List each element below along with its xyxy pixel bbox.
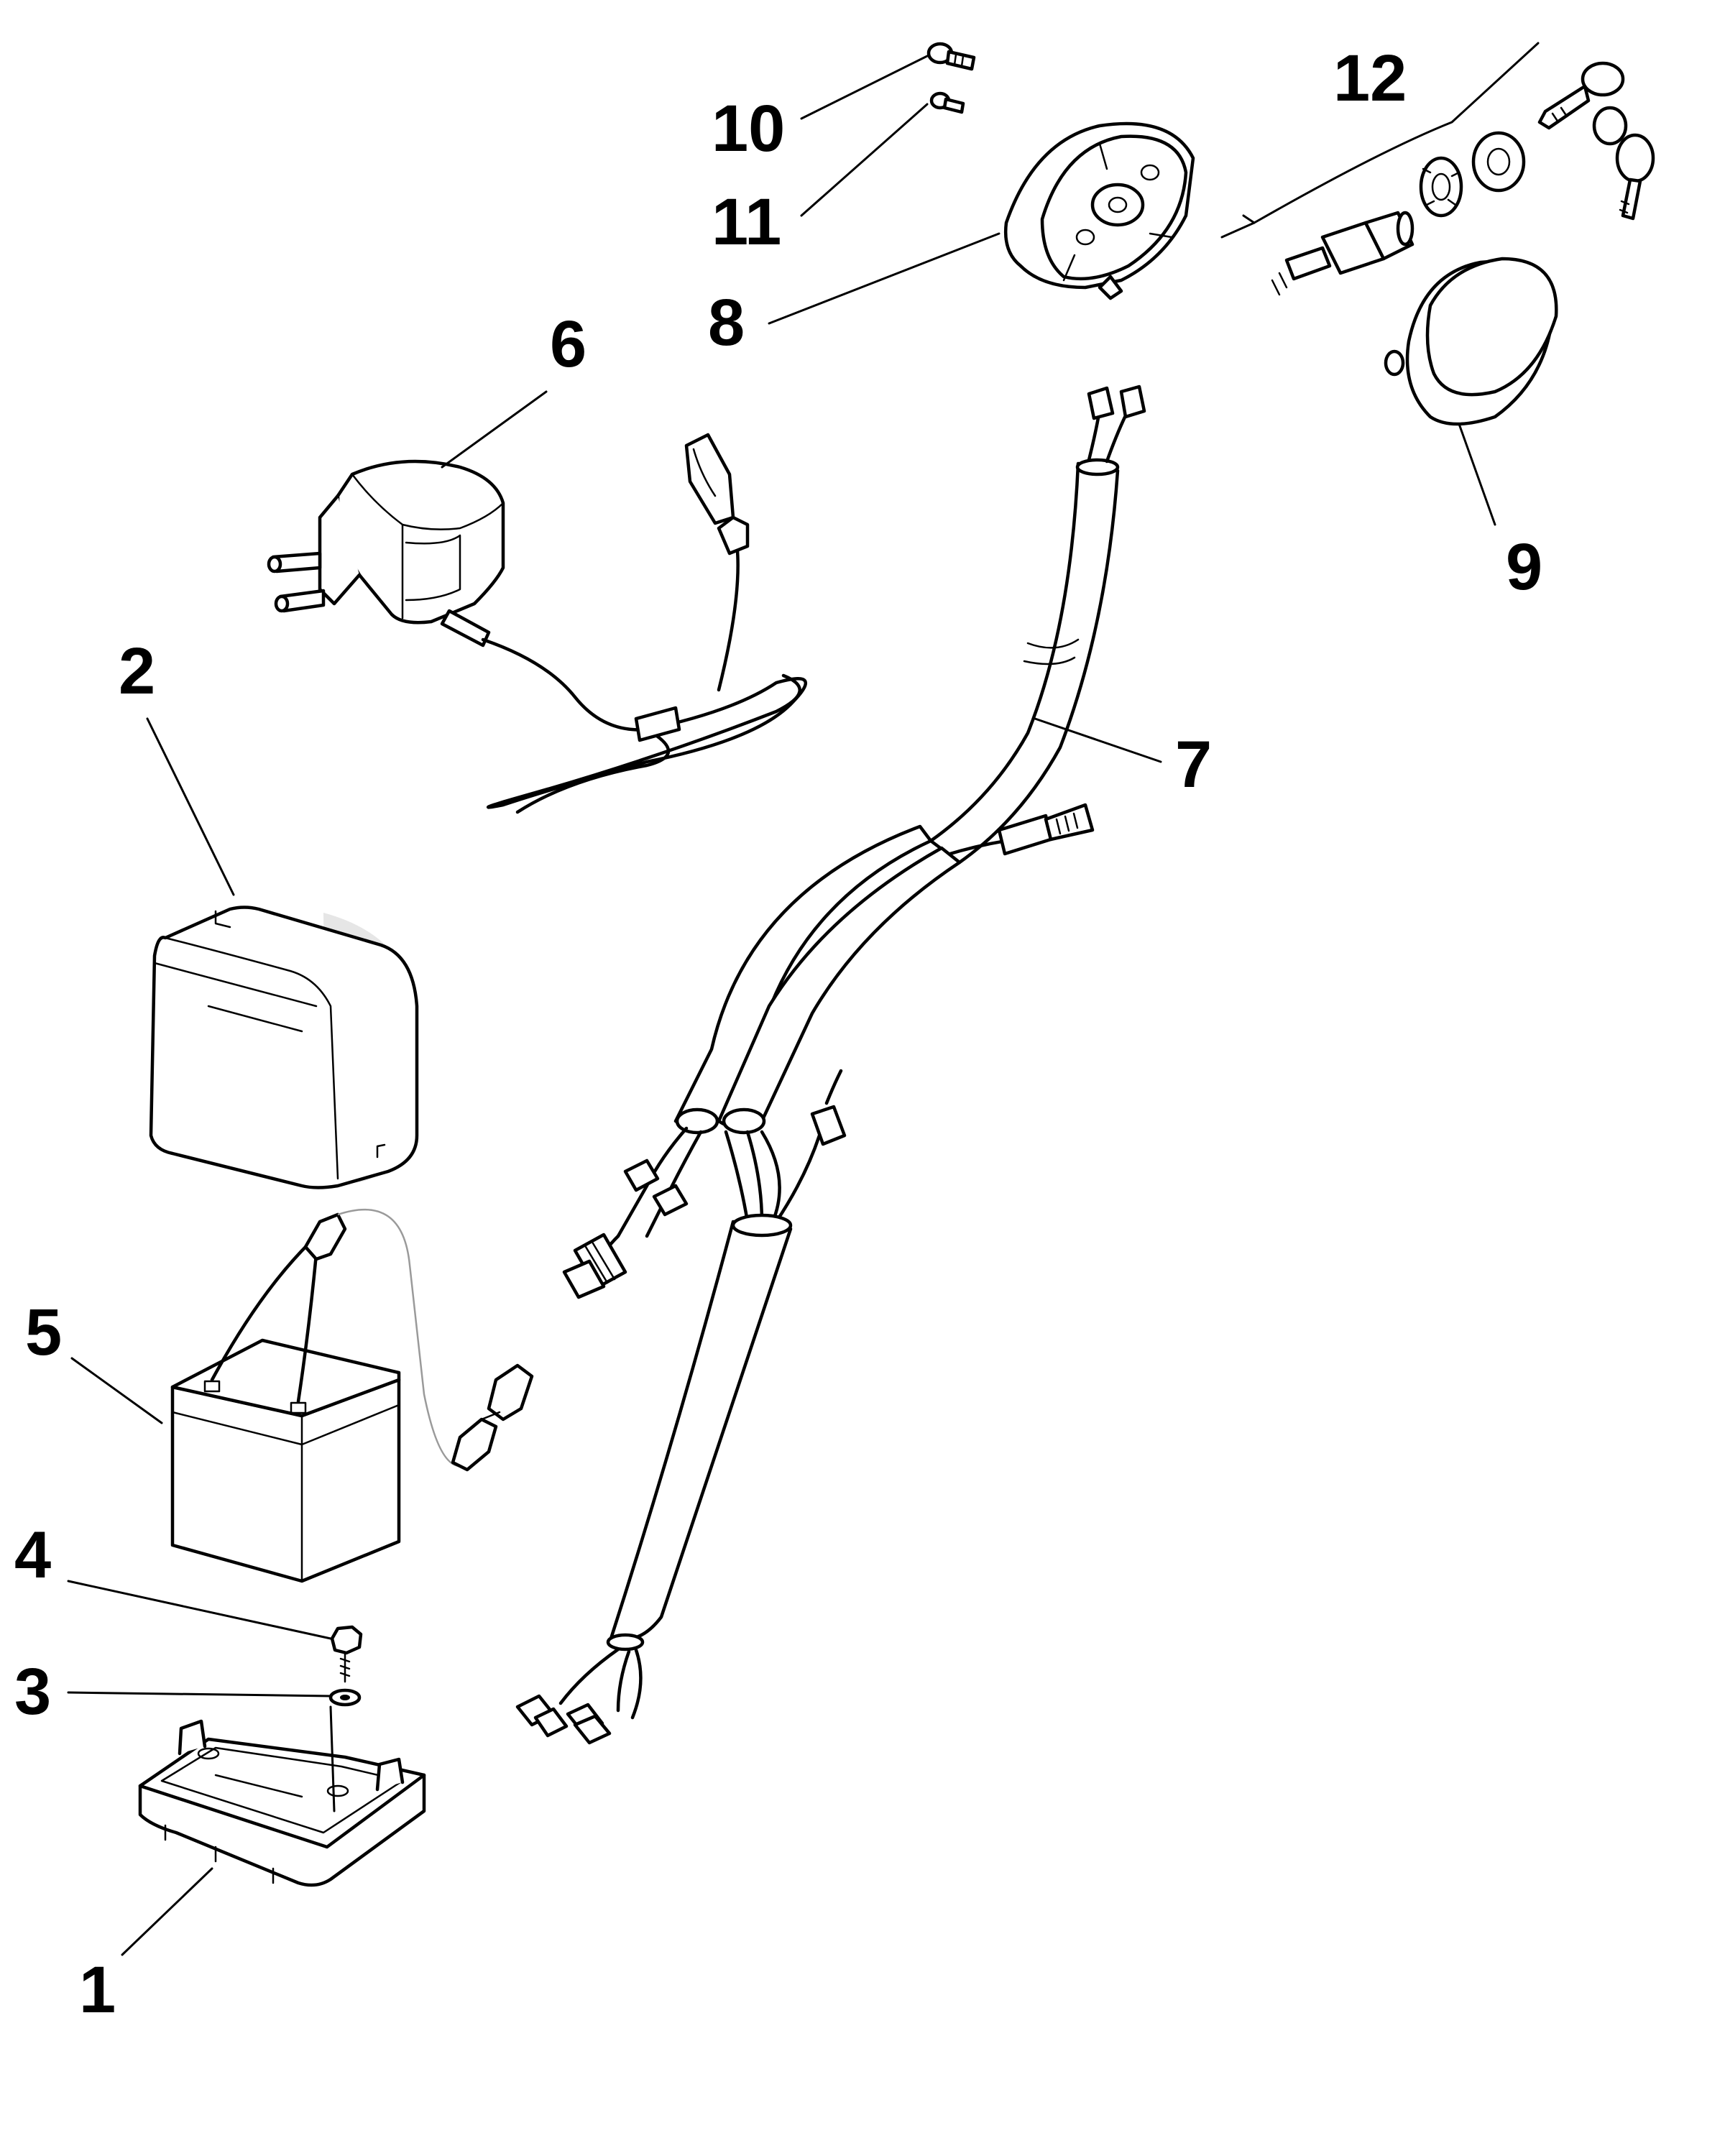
leader-12-tick [1242, 214, 1256, 224]
callout-7: 7 [1175, 728, 1212, 801]
leader-lines [67, 42, 1540, 1956]
callout-5: 5 [25, 1296, 62, 1369]
callout-12: 12 [1333, 42, 1407, 115]
leader-10 [800, 55, 929, 120]
part-1-battery-tray [138, 1719, 426, 1887]
callout-1: 1 [79, 1953, 116, 2027]
part-9-knob [1384, 257, 1558, 426]
callout-10: 10 [712, 92, 785, 165]
callout-4: 4 [14, 1519, 51, 1592]
leader-9 [1458, 423, 1496, 526]
callout-9: 9 [1506, 530, 1542, 604]
leader-6 [441, 390, 548, 469]
leader-3 [67, 1691, 332, 1697]
part-10-screw [926, 42, 976, 71]
callout-8: 8 [708, 286, 745, 359]
leader-8 [768, 232, 1000, 325]
part-6-charger [267, 433, 807, 814]
part-8-switch-housing [1004, 121, 1195, 300]
part-4-bolt [330, 1625, 363, 1683]
part-12-key-switch [1271, 61, 1655, 296]
leader-5 [70, 1357, 163, 1424]
part-7-wiring-harness [515, 384, 1146, 1745]
leader-3-down [329, 1705, 336, 1812]
leader-7 [1034, 717, 1162, 763]
leader-4 [67, 1580, 332, 1640]
part-2-battery-cover [149, 906, 419, 1189]
callout-11: 11 [712, 185, 781, 259]
leader-1 [121, 1867, 213, 1956]
callout-3: 3 [14, 1655, 51, 1728]
part-3-washer [328, 1688, 362, 1707]
part-11-screw [929, 91, 965, 114]
leader-2 [146, 717, 235, 896]
leader-11 [800, 103, 929, 217]
callout-2: 2 [119, 635, 155, 708]
part-5-battery [170, 1208, 534, 1583]
leader-12 [1220, 42, 1540, 239]
callout-labels: 10 11 8 12 9 6 7 2 5 4 3 1 [14, 42, 1542, 2027]
callout-6: 6 [550, 308, 586, 381]
